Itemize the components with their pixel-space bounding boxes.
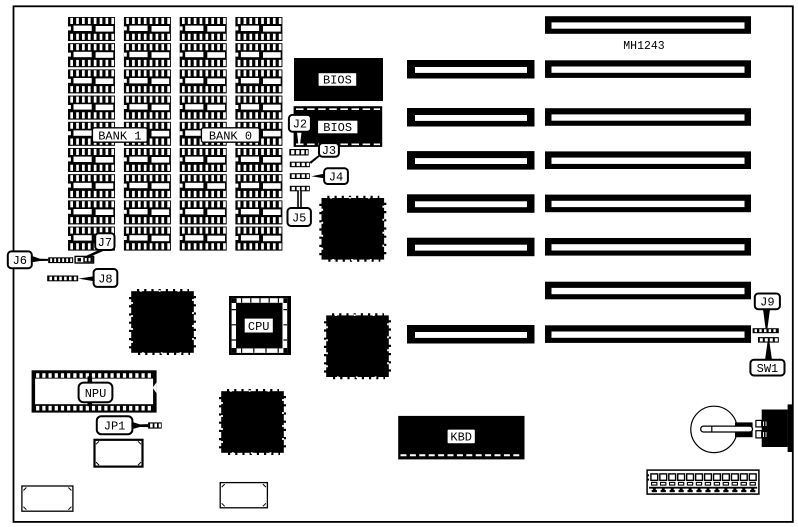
svg-text:J9: J9 (760, 296, 774, 310)
svg-text:BIOS: BIOS (323, 121, 352, 135)
svg-text:MH1243: MH1243 (623, 40, 665, 53)
svg-text:KBD: KBD (450, 431, 472, 445)
svg-text:J3: J3 (322, 144, 336, 158)
svg-text:J6: J6 (13, 254, 27, 268)
svg-text:BANK 1: BANK 1 (98, 129, 141, 143)
svg-text:J5: J5 (292, 211, 306, 225)
svg-text:JP1: JP1 (104, 420, 126, 434)
svg-text:CPU: CPU (248, 320, 270, 334)
svg-text:J4: J4 (329, 170, 343, 184)
svg-text:BANK 0: BANK 0 (209, 129, 252, 143)
svg-text:J2: J2 (293, 118, 307, 132)
svg-text:J8: J8 (98, 272, 112, 286)
svg-text:J7: J7 (98, 236, 112, 250)
svg-text:BIOS: BIOS (323, 74, 352, 88)
svg-text:NPU: NPU (85, 387, 107, 401)
svg-text:SW1: SW1 (757, 362, 779, 376)
